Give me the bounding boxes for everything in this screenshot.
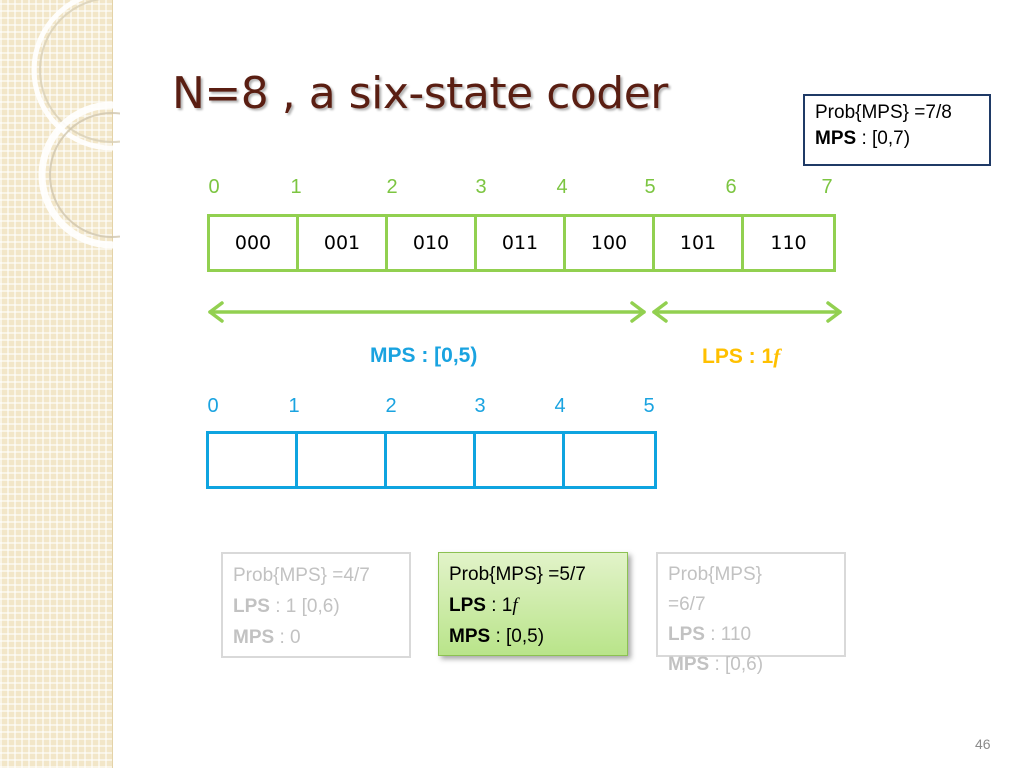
card-probability-line: Prob{MPS} — [668, 564, 762, 585]
card-lps-line: LPS : 110 — [668, 620, 844, 650]
code-cell: 001 — [299, 217, 388, 269]
bottom-tick-label: 5 — [643, 395, 655, 417]
card-lps-line: LPS : 1 [0,6) — [233, 591, 409, 622]
mps-bold-label: MPS — [815, 128, 857, 149]
page-number: 46 — [975, 736, 991, 752]
card-probability-line: Prob{MPS} =5/7 — [449, 564, 586, 585]
bottom-tick-label: 4 — [554, 395, 566, 417]
top-tick-label: 5 — [644, 176, 656, 198]
card-lps-value: : 1 [0,6) — [269, 596, 340, 617]
mps-range-value: : [0,7) — [856, 128, 911, 149]
code-cell: 101 — [655, 217, 744, 269]
top-tick-label: 2 — [386, 176, 398, 198]
code-cell: 110 — [770, 232, 807, 254]
card-mps-line: MPS : 0 — [233, 622, 409, 653]
range-arrows — [208, 301, 842, 323]
state-card-5-7-selected: Prob{MPS} =5/7 LPS : 1f MPS : [0,5) — [438, 552, 628, 656]
card-mps-bold: MPS — [668, 654, 710, 675]
state-cell — [476, 434, 565, 486]
card-mps-bold: MPS — [233, 627, 275, 648]
card-lps-line: LPS : 1f — [449, 590, 627, 621]
top-tick-label: 0 — [208, 176, 220, 198]
decorative-rings — [31, 0, 120, 249]
top-tick-label: 7 — [821, 176, 833, 198]
mps-range-label: MPS : [0,5) — [370, 344, 478, 367]
card-mps-value: : [0,5) — [490, 626, 545, 647]
card-lps-bold: LPS — [449, 595, 486, 616]
bottom-tick-label: 3 — [474, 395, 486, 417]
card-lps-bold: LPS — [668, 624, 705, 645]
card-lps-italic: f — [512, 595, 518, 616]
card-lps-value: : 1 — [485, 595, 513, 616]
mps-probability-line: Prob{MPS} =7/8 — [815, 102, 952, 123]
code-cell: 011 — [477, 217, 566, 269]
state-cell — [387, 434, 476, 486]
slide-title: N=8 , a six-state coder — [172, 68, 668, 119]
bottom-tick-label: 1 — [288, 395, 300, 417]
lps-range-label: LPS : 1f — [702, 344, 780, 369]
card-mps-bold: MPS — [449, 626, 491, 647]
state-cell — [298, 434, 387, 486]
card-lps-bold: LPS — [233, 596, 270, 617]
card-mps-value: : [0,6) — [709, 654, 764, 675]
code-cell-row: 000 001 010 011 100 101 110 — [207, 214, 836, 272]
bottom-tick-label: 0 — [207, 395, 219, 417]
lps-range-text: LPS : 1 — [702, 345, 774, 368]
state-card-6-7: Prob{MPS} =6/7 LPS : 110 MPS : [0,6) — [656, 552, 846, 675]
code-cell: 010 — [388, 217, 477, 269]
mps-range-line: MPS : [0,7) — [815, 126, 989, 152]
top-tick-label: 1 — [290, 176, 302, 198]
mps-info-box: Prob{MPS} =7/8 MPS : [0,7) — [803, 94, 991, 166]
card-lps-value: : 110 — [704, 624, 752, 645]
state-cell — [565, 434, 654, 486]
card-mps-value: : 0 — [274, 627, 301, 648]
code-cell: 000 — [210, 217, 299, 269]
card-mps-line: MPS : [0,5) — [449, 621, 627, 652]
top-tick-label: 3 — [475, 176, 487, 198]
state-cell — [209, 434, 298, 486]
card-probability-line: Prob{MPS} =4/7 — [233, 565, 370, 586]
code-cell: 100 — [566, 217, 655, 269]
top-tick-label: 4 — [556, 176, 568, 198]
lps-range-italic: f — [773, 344, 781, 368]
card-probability-value: =6/7 — [668, 594, 706, 615]
state-cell-row — [206, 431, 657, 489]
card-mps-line: MPS : [0,6) — [668, 650, 844, 680]
top-tick-label: 6 — [725, 176, 737, 198]
state-card-4-7: Prob{MPS} =4/7 LPS : 1 [0,6) MPS : 0 — [221, 552, 411, 658]
bottom-tick-label: 2 — [385, 395, 397, 417]
